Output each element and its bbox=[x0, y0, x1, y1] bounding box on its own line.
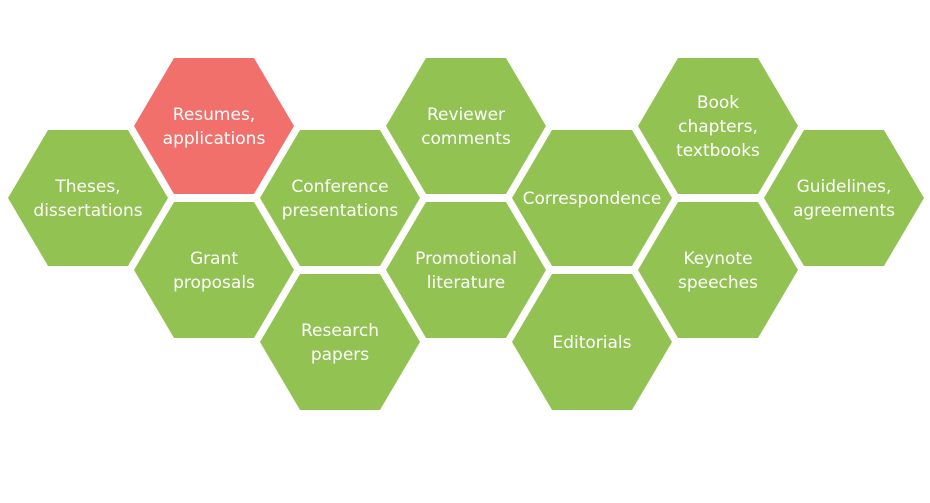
hexagon-label-line: Theses, bbox=[54, 177, 120, 197]
hexagon-label-line: Research bbox=[301, 321, 379, 341]
hexagon-label-line: speeches bbox=[678, 273, 758, 293]
hexagon-grant: Grant proposals bbox=[134, 202, 294, 338]
hexagon-label-line: papers bbox=[311, 345, 369, 365]
hexagon-correspondence: Correspondence bbox=[512, 130, 672, 266]
hexagon-label-line: presentations bbox=[282, 201, 399, 221]
hexagon-shape bbox=[386, 58, 546, 194]
hexagon-reviewer: Reviewer comments bbox=[386, 58, 546, 194]
hexagon-label-line: comments bbox=[421, 129, 511, 149]
hexagon-shape bbox=[260, 274, 420, 410]
hexagon-editorials: Editorials bbox=[512, 274, 672, 410]
hexagon-resumes: Resumes, applications bbox=[134, 58, 294, 194]
hexagon-shape bbox=[512, 130, 672, 266]
hexagon-label-line: Keynote bbox=[683, 249, 752, 269]
hexagon-promotional: Promotional literature bbox=[386, 202, 546, 338]
hexagon-keynote: Keynote speeches bbox=[638, 202, 798, 338]
hexagon-shape bbox=[386, 202, 546, 338]
hexagon-label-line: Grant bbox=[190, 249, 238, 269]
hexagon-label-line: agreements bbox=[793, 201, 895, 221]
hexagon-conference: Conference presentations bbox=[260, 130, 420, 266]
hexagon-label-line: Correspondence bbox=[523, 189, 662, 209]
hexagon-label-line: literature bbox=[427, 273, 506, 293]
hexagon-label-line: Resumes, bbox=[173, 105, 255, 125]
hexagon-label-line: Promotional bbox=[415, 249, 517, 269]
hexagon-label-line: textbooks bbox=[676, 141, 760, 161]
hexagon-label-line: Editorials bbox=[552, 333, 631, 353]
hexagon-label-line: dissertations bbox=[33, 201, 142, 221]
hexagon-label-line: Conference bbox=[291, 177, 388, 197]
hexagon-shape bbox=[8, 130, 168, 266]
hexagon-label-line: applications bbox=[163, 129, 266, 149]
hexagon-shape bbox=[638, 202, 798, 338]
hexagon-shape bbox=[134, 58, 294, 194]
hexagon-label-line: Reviewer bbox=[427, 105, 505, 125]
hexagon-shape bbox=[134, 202, 294, 338]
hexagon-label-line: chapters, bbox=[678, 117, 758, 137]
hexagon-shape bbox=[638, 58, 798, 194]
hexagon-book: Book chapters, textbooks bbox=[638, 58, 798, 194]
hexagon-shape bbox=[512, 274, 672, 410]
hexagon-theses: Theses, dissertations bbox=[8, 130, 168, 266]
hexagon-guidelines: Guidelines, agreements bbox=[764, 130, 924, 266]
hexagon-label-line: Guidelines, bbox=[797, 177, 892, 197]
hexagon-label-line: Book bbox=[697, 93, 739, 113]
hexagon-shape bbox=[260, 130, 420, 266]
hexagon-label-line: proposals bbox=[173, 273, 255, 293]
hexagon-research: Research papers bbox=[260, 274, 420, 410]
hexagon-shape bbox=[764, 130, 924, 266]
